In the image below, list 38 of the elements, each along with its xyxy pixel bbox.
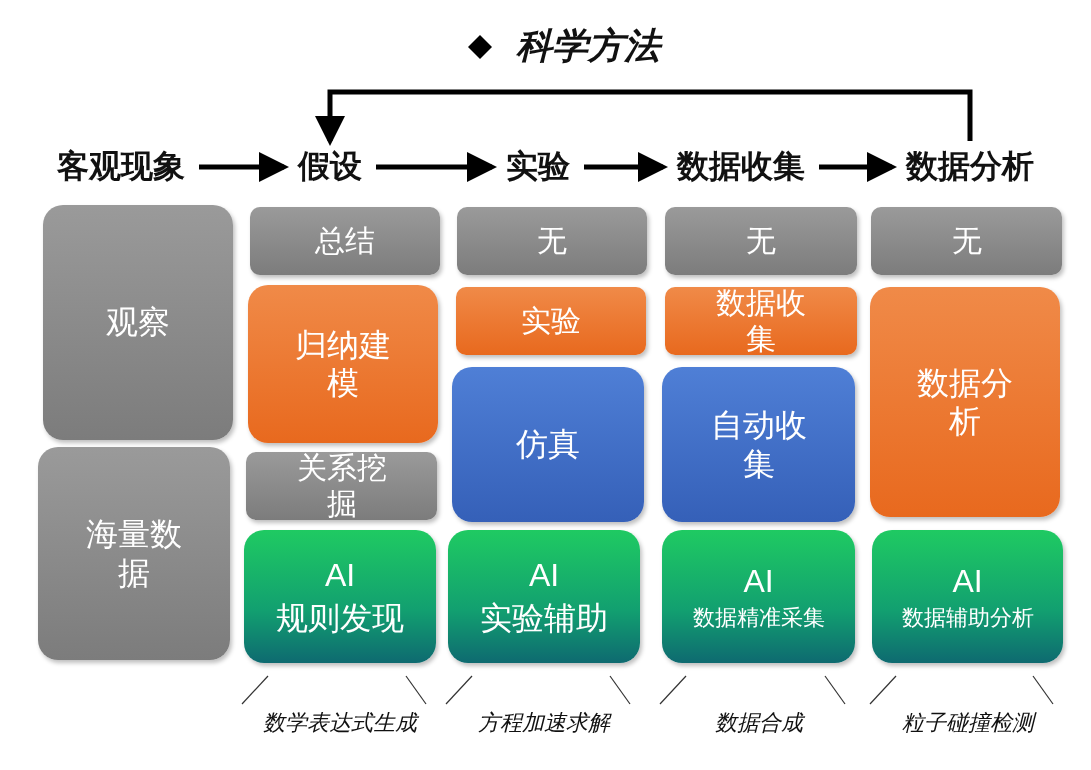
step-label: 假设 bbox=[298, 145, 362, 189]
step-label: 实验 bbox=[506, 145, 570, 189]
process-box: 无 bbox=[457, 207, 647, 275]
arrow bbox=[376, 152, 497, 182]
arrow bbox=[315, 89, 973, 146]
body-text: 数据辅助分析 bbox=[901, 604, 1034, 631]
caption-text: 方程加速求解 bbox=[478, 709, 610, 737]
process-box: 自动收集 bbox=[662, 367, 855, 522]
body-text: 实验辅助 bbox=[480, 598, 608, 637]
heading-text: AI bbox=[528, 556, 560, 595]
ai-card bbox=[448, 530, 640, 663]
body-text: 规则发现 bbox=[276, 598, 404, 637]
process-box: 海量数据 bbox=[38, 447, 230, 660]
step-label: 数据分析 bbox=[906, 145, 1034, 189]
process-box: 数据收集 bbox=[665, 287, 857, 355]
ai-card bbox=[872, 530, 1063, 663]
process-box: 数据分析 bbox=[870, 287, 1060, 517]
arrow bbox=[584, 152, 668, 182]
step-label: 客观现象 bbox=[57, 145, 185, 189]
caption-text: 数学表达式生成 bbox=[263, 709, 417, 737]
process-box: 实验 bbox=[456, 287, 646, 355]
process-box: 无 bbox=[871, 207, 1062, 275]
process-box: 仿真 bbox=[452, 367, 644, 522]
body-text: 数据精准采集 bbox=[692, 604, 825, 631]
process-box: 总结 bbox=[250, 207, 440, 275]
heading-text: AI bbox=[952, 562, 983, 601]
process-box: 关系挖掘 bbox=[246, 452, 437, 520]
step-label: 数据收集 bbox=[677, 145, 805, 189]
process-box: 观察 bbox=[43, 205, 233, 440]
arrow bbox=[199, 152, 289, 182]
caption-text: 数据合成 bbox=[714, 709, 803, 737]
process-box: 无 bbox=[665, 207, 857, 275]
ai-card bbox=[662, 530, 855, 663]
heading-text: AI bbox=[743, 562, 774, 601]
arrow bbox=[819, 152, 897, 182]
process-box: 归纳建模 bbox=[248, 285, 438, 443]
ai-card bbox=[244, 530, 436, 663]
heading-text: AI bbox=[324, 556, 356, 595]
